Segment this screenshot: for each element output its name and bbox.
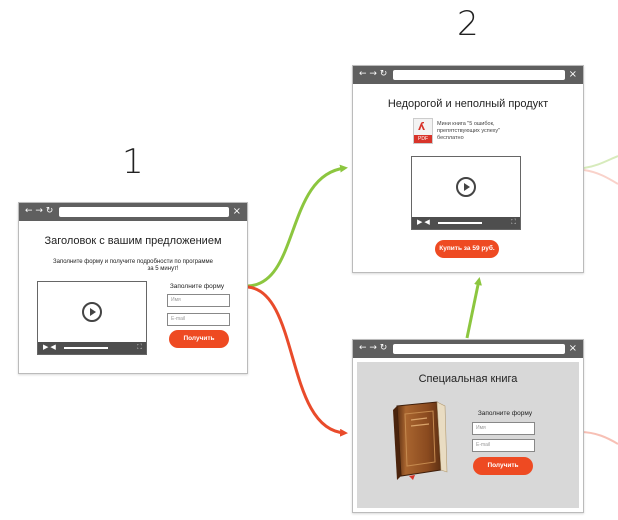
- green-arrow-to-step-2: [247, 164, 348, 288]
- email-field[interactable]: E-mail: [167, 313, 230, 326]
- browser-bar: ← → ↻ ×: [353, 66, 583, 84]
- special-book-window: ← → ↻ × Специальная книга Заполните форм…: [352, 339, 584, 513]
- nav-icons[interactable]: ← → ↻: [25, 206, 54, 216]
- step-1-label: 1: [122, 142, 144, 182]
- book-offer-line-3: бесплатно: [437, 135, 464, 141]
- get-button[interactable]: Получить: [473, 457, 533, 475]
- book-icon: [393, 401, 448, 480]
- video-player[interactable]: ▶ ◀ ⛶: [37, 281, 147, 355]
- faded-red-continuation: [583, 169, 618, 185]
- video-controls: ▶ ◀ ⛶: [412, 217, 520, 229]
- browser-bar: ← → ↻ ×: [353, 340, 583, 358]
- nav-icons[interactable]: ← → ↻: [359, 69, 388, 79]
- book-offer-line-1: Мини книга "5 ошибок,: [437, 121, 495, 127]
- faded-red-continuation-2: [579, 431, 618, 445]
- name-field[interactable]: Имя: [167, 294, 230, 307]
- fullscreen-icon[interactable]: ⛶: [137, 344, 142, 351]
- pdf-label: PDF: [414, 135, 432, 143]
- faded-green-continuation: [583, 155, 618, 169]
- landing-page-window: ← → ↻ × Заголовок с вашим предложением З…: [18, 202, 248, 374]
- nav-icons[interactable]: ← → ↻: [359, 343, 388, 353]
- play-pause-icon[interactable]: ▶ ◀: [417, 219, 430, 226]
- page-title: Заголовок с вашим предложением: [44, 235, 222, 247]
- buy-button[interactable]: Купить за 59 руб.: [435, 240, 499, 258]
- page-title: Специальная книга: [418, 373, 518, 385]
- address-bar[interactable]: [393, 70, 565, 80]
- play-icon[interactable]: [456, 177, 476, 197]
- address-bar[interactable]: [59, 207, 229, 217]
- video-controls: ▶ ◀ ⛶: [38, 342, 146, 354]
- play-pause-icon[interactable]: ▶ ◀: [43, 344, 56, 351]
- close-icon[interactable]: ×: [568, 343, 577, 354]
- close-icon[interactable]: ×: [232, 206, 241, 217]
- cheap-product-window: ← → ↻ × Недорогой и неполный продукт ʎ P…: [352, 65, 584, 273]
- play-icon[interactable]: [82, 302, 102, 322]
- subtext-line-2: за 5 минут!: [147, 266, 179, 272]
- step-2-label: 2: [457, 4, 479, 44]
- green-arrow-book-to-step-2: [465, 277, 482, 339]
- fullscreen-icon[interactable]: ⛶: [511, 219, 516, 226]
- page-background: [357, 362, 579, 508]
- browser-bar: ← → ↻ ×: [19, 203, 247, 221]
- form-title: Заполните форму: [169, 283, 225, 290]
- get-button[interactable]: Получить: [169, 330, 229, 348]
- pdf-icon: ʎ PDF: [413, 118, 433, 144]
- video-player[interactable]: ▶ ◀ ⛶: [411, 156, 521, 230]
- progress-bar[interactable]: [64, 347, 108, 349]
- page-title: Недорогой и неполный продукт: [387, 98, 549, 110]
- book-offer-line-2: препятствующих успеху": [437, 128, 501, 134]
- progress-bar[interactable]: [438, 222, 482, 224]
- name-field[interactable]: Имя: [472, 422, 535, 435]
- red-arrow-to-special-book: [247, 285, 348, 437]
- address-bar[interactable]: [393, 344, 565, 354]
- subtext-line-1: Заполните форму и получите подробности п…: [53, 259, 213, 265]
- close-icon[interactable]: ×: [568, 69, 577, 80]
- email-field[interactable]: E-mail: [472, 439, 535, 452]
- form-title: Заполните форму: [477, 410, 533, 417]
